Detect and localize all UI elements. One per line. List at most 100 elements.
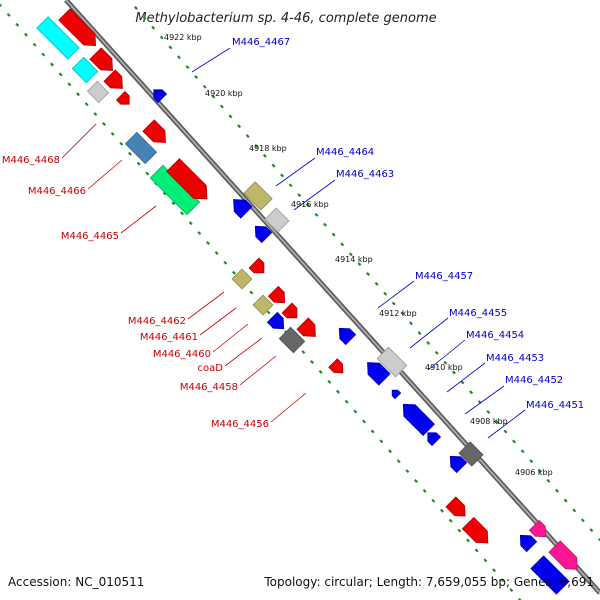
gene-feature-26[interactable] — [367, 362, 391, 386]
connector-minus-2 — [120, 205, 157, 234]
tick-dot-1-46 — [396, 459, 401, 464]
gene-feature-3[interactable] — [89, 47, 113, 71]
tick-dot-0-1 — [142, 15, 147, 20]
tick-dot-1-23 — [197, 231, 202, 236]
gene-label-m446-4454[interactable]: M446_4454 — [466, 330, 524, 341]
gene-feature-1[interactable] — [58, 8, 97, 47]
tick-dot-0-31 — [400, 311, 405, 316]
gene-feature-36[interactable] — [528, 519, 547, 538]
gene-label-coad[interactable]: coaD — [198, 363, 224, 374]
gene-label-m446-4465[interactable]: M446_4465 — [61, 231, 119, 242]
tick-dot-0-14 — [254, 143, 259, 148]
gene-feature-33[interactable] — [445, 496, 466, 517]
connector-minus-3 — [187, 291, 225, 320]
tick-dot-1-54 — [466, 538, 470, 543]
tick-dot-1-60 — [518, 598, 522, 600]
gene-feature-5[interactable] — [103, 69, 123, 89]
gene-feature-35[interactable] — [519, 534, 538, 553]
tick-dot-0-38 — [460, 380, 465, 385]
gene-feature-15[interactable] — [266, 311, 285, 330]
gene-label-m446-4464[interactable]: M446_4464 — [316, 147, 374, 158]
gene-feature-37[interactable] — [530, 555, 570, 595]
tick-dot-0-12 — [237, 124, 242, 129]
gene-feature-27[interactable] — [376, 346, 408, 378]
gene-label-m446-4460[interactable]: M446_4460 — [153, 349, 211, 360]
tick-dot-0-41 — [486, 409, 491, 414]
tick-dot-1-0 — [0, 3, 2, 7]
tick-dot-1-56 — [483, 558, 488, 563]
tick-dot-0-24 — [340, 242, 345, 247]
connector-minus-7 — [239, 355, 277, 386]
gene-label-m446-4461[interactable]: M446_4461 — [140, 332, 198, 343]
gene-feature-38[interactable] — [548, 540, 578, 570]
gene-feature-21[interactable] — [233, 199, 253, 219]
tick-dot-1-11 — [93, 112, 98, 117]
gene-feature-11[interactable] — [231, 268, 253, 290]
tick-dot-0-49 — [555, 488, 560, 493]
genome-backbone — [64, 0, 600, 595]
gene-feature-31[interactable] — [449, 455, 468, 474]
gene-feature-7[interactable] — [124, 131, 158, 165]
tick-dot-1-4 — [32, 42, 37, 47]
gene-label-m446-4457[interactable]: M446_4457 — [415, 271, 473, 282]
gene-label-m446-4458[interactable]: M446_4458 — [180, 382, 238, 393]
gene-label-m446-4468[interactable]: M446_4468 — [2, 155, 60, 166]
tick-dot-1-14 — [119, 141, 124, 146]
gene-feature-17[interactable] — [278, 326, 306, 354]
gene-feature-10[interactable] — [166, 158, 208, 200]
gene-feature-22[interactable] — [243, 181, 273, 211]
gene-feature-14[interactable] — [267, 285, 286, 304]
tick-dot-0-9 — [211, 94, 216, 99]
gene-label-m446-4467[interactable]: M446_4467 — [232, 37, 290, 48]
tick-dot-0-18 — [288, 183, 293, 188]
tick-dot-1-24 — [206, 241, 210, 245]
gene-feature-12[interactable] — [248, 257, 265, 274]
scale-label-4922: 4922 kbp — [164, 33, 202, 42]
tick-dot-1-50 — [431, 498, 436, 503]
gene-label-m446-4453[interactable]: M446_4453 — [486, 353, 544, 364]
gene-feature-24[interactable] — [264, 207, 290, 233]
tick-dot-1-52 — [448, 518, 453, 523]
scale-label-4910: 4910 kbp — [425, 363, 463, 372]
gene-feature-0[interactable] — [36, 16, 80, 60]
gene-feature-28[interactable] — [391, 389, 402, 400]
gene-feature-23[interactable] — [254, 225, 273, 244]
map-title: Methylobacterium sp. 4-46, complete geno… — [135, 11, 436, 26]
gene-label-m446-4455[interactable]: M446_4455 — [449, 308, 507, 319]
label-connectors — [61, 47, 526, 439]
tick-dot-0-5 — [176, 55, 181, 60]
tick-dot-0-51 — [572, 508, 577, 513]
tick-dot-1-43 — [370, 429, 375, 434]
gene-feature-16[interactable] — [281, 302, 298, 319]
genome-summary-text: Topology: circular; Length: 7,659,055 bp… — [263, 575, 594, 589]
gene-feature-2[interactable] — [71, 56, 99, 84]
gene-feature-20[interactable] — [153, 89, 168, 104]
gene-label-m446-4456[interactable]: M446_4456 — [211, 419, 269, 430]
gene-feature-4[interactable] — [86, 80, 110, 104]
gene-feature-29[interactable] — [402, 403, 435, 436]
tick-dot-0-47 — [537, 469, 542, 474]
gene-label-m446-4451[interactable]: M446_4451 — [526, 400, 584, 411]
gene-feature-18[interactable] — [296, 317, 316, 337]
gene-feature-30[interactable] — [427, 432, 442, 447]
tick-dot-1-40 — [344, 399, 349, 404]
gene-feature-8[interactable] — [142, 119, 166, 143]
gene-label-m446-4452[interactable]: M446_4452 — [505, 375, 563, 386]
gene-feature-19[interactable] — [328, 358, 344, 374]
gene-feature-13[interactable] — [252, 294, 274, 316]
tick-dot-1-21 — [180, 211, 184, 216]
tick-dot-1-10 — [84, 102, 89, 107]
gene-feature-6[interactable] — [115, 90, 130, 105]
gene-feature-34[interactable] — [461, 516, 489, 544]
tick-dot-1-48 — [414, 479, 418, 483]
tick-dot-0-53 — [589, 528, 594, 533]
gene-feature-32[interactable] — [458, 441, 484, 467]
gene-label-m446-4466[interactable]: M446_4466 — [28, 186, 86, 197]
tick-dot-0-48 — [546, 478, 551, 483]
gene-label-m446-4463[interactable]: M446_4463 — [336, 169, 394, 180]
gene-feature-25[interactable] — [338, 327, 357, 346]
gene-label-m446-4462[interactable]: M446_4462 — [128, 316, 186, 327]
tick-dot-1-41 — [353, 409, 358, 414]
tick-dot-0-17 — [280, 173, 285, 178]
